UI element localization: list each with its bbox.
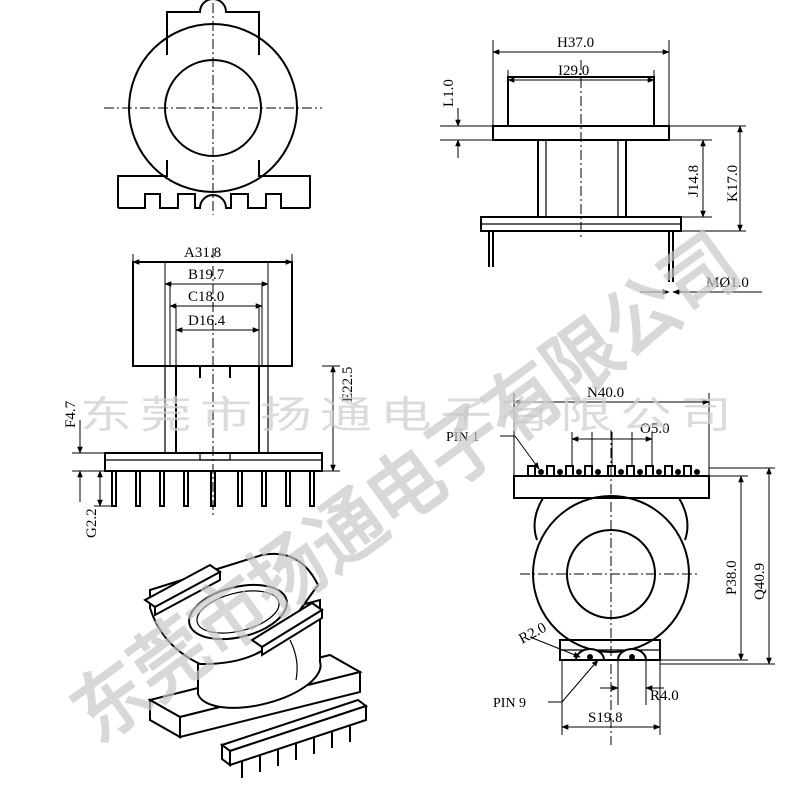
dim-m-label: MØ1.0 xyxy=(706,275,749,291)
dim-p-label: P38.0 xyxy=(724,560,740,595)
watermark-line: 东莞市扬通电子有限公司 xyxy=(80,393,740,437)
bottom-view xyxy=(104,0,322,215)
dim-r4-label: R4.0 xyxy=(650,688,679,704)
dim-j-label: J14.8 xyxy=(686,165,702,197)
top-view xyxy=(500,393,775,745)
dim-n-label: N40.0 xyxy=(587,385,624,401)
dim-g-label: G2.2 xyxy=(84,508,100,538)
isometric-pins xyxy=(241,726,351,778)
dim-b-label: B19.7 xyxy=(188,267,225,283)
side-view xyxy=(440,40,762,295)
dim-e-label: E22.5 xyxy=(340,367,356,402)
pin1-label: PIN 1 xyxy=(446,430,479,445)
front-view-pins xyxy=(111,470,315,507)
dim-h-label: H37.0 xyxy=(557,35,594,51)
isometric-view xyxy=(143,552,369,778)
top-view-pin-holes xyxy=(538,469,700,475)
dim-a-label: A31.8 xyxy=(184,245,221,261)
dim-c-label: C18.0 xyxy=(188,289,224,305)
dim-s-label: S19.8 xyxy=(588,710,623,726)
pin9-label: PIN 9 xyxy=(493,696,526,711)
dim-i-label: I29.0 xyxy=(558,63,589,79)
dim-f-label: F4.7 xyxy=(63,400,79,428)
dim-q-label: Q40.9 xyxy=(752,563,768,600)
dim-l-label: L1.0 xyxy=(441,79,457,107)
dim-o-label: O5.0 xyxy=(640,421,670,437)
watermark-diagonal: 东莞市扬通电子有限公司 xyxy=(56,217,756,760)
front-view xyxy=(72,248,340,518)
dim-k-label: K17.0 xyxy=(725,165,741,202)
dim-d-label: D16.4 xyxy=(188,313,226,329)
dim-r-label: R2.0 xyxy=(516,620,549,648)
